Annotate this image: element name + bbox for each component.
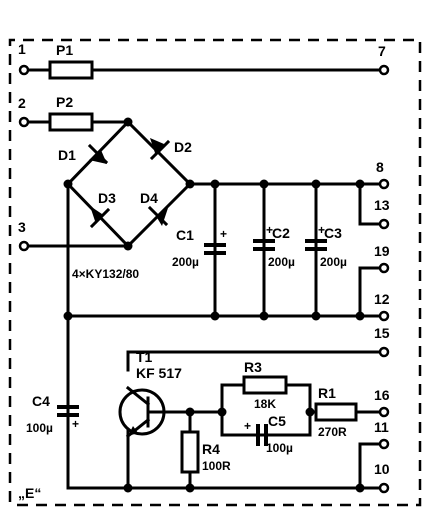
junction-dots bbox=[63, 117, 365, 493]
resistor-r1-name: R1 bbox=[318, 385, 336, 401]
capacitor-c1-value: 200µ bbox=[172, 255, 199, 269]
transistor-t1-type: KF 517 bbox=[136, 365, 182, 381]
terminal-16-label: 16 bbox=[374, 387, 390, 403]
diode-d1: D1 bbox=[58, 143, 109, 165]
diode-d4-label: D4 bbox=[140, 190, 158, 206]
capacitor-c2-plus: + bbox=[266, 223, 273, 237]
terminal-10-label: 10 bbox=[374, 461, 390, 477]
capacitor-c5-plus: + bbox=[244, 419, 251, 433]
diode-d3: D3 bbox=[89, 190, 116, 229]
diode-d4: D4 bbox=[140, 190, 169, 227]
capacitor-c2-name: C2 bbox=[272, 225, 290, 241]
resistor-r4: R4 100R bbox=[180, 430, 231, 474]
capacitor-c5: + C5 100µ bbox=[244, 413, 293, 455]
capacitor-c1: + C1 200µ bbox=[172, 227, 227, 269]
diode-d2-label: D2 bbox=[174, 139, 192, 155]
terminals bbox=[18, 64, 390, 494]
fuse-p1-label: P1 bbox=[56, 42, 73, 58]
capacitor-c4-value: 100µ bbox=[26, 421, 53, 435]
terminal-1-label: 1 bbox=[18, 41, 26, 57]
terminal-11-label: 11 bbox=[374, 419, 389, 435]
capacitor-c1-name: C1 bbox=[176, 227, 194, 243]
resistor-r1-value: 270R bbox=[318, 425, 347, 439]
terminal-12-label: 12 bbox=[374, 291, 390, 307]
resistor-r3-name: R3 bbox=[244, 359, 262, 375]
terminal-15-label: 15 bbox=[374, 325, 390, 341]
terminal-19-label: 19 bbox=[374, 243, 390, 259]
capacitor-c2: + C2 200µ bbox=[253, 223, 295, 269]
enclosure-frame bbox=[8, 38, 422, 507]
terminal-7-label: 7 bbox=[378, 43, 386, 59]
capacitor-c3-value: 200µ bbox=[320, 255, 347, 269]
transistor-t1-name: T1 bbox=[136, 349, 153, 365]
terminal-13-label: 13 bbox=[374, 197, 390, 213]
resistor-r4-name: R4 bbox=[202, 441, 220, 457]
fuse-p2-label: P2 bbox=[56, 94, 73, 110]
capacitor-c5-name: C5 bbox=[268, 413, 286, 429]
diode-d1-label: D1 bbox=[58, 147, 76, 163]
terminal-labels: 1 2 3 7 8 13 19 12 15 16 11 10 bbox=[18, 41, 390, 477]
capacitor-c4: + C4 100µ bbox=[26, 393, 79, 435]
capacitor-c1-plus: + bbox=[220, 227, 227, 241]
capacitor-c4-name: C4 bbox=[32, 393, 50, 409]
resistor-r3: R3 18K bbox=[242, 359, 288, 411]
capacitor-c5-value: 100µ bbox=[266, 441, 293, 455]
frame-label: „E“ bbox=[18, 485, 41, 501]
resistor-r4-value: 100R bbox=[202, 459, 231, 473]
capacitor-c4-plus: + bbox=[72, 417, 79, 431]
diode-d2: D2 bbox=[149, 138, 192, 161]
terminal-8-label: 8 bbox=[376, 159, 384, 175]
resistor-r1: R1 270R bbox=[314, 385, 358, 439]
capacitor-c3-plus: + bbox=[318, 223, 325, 237]
capacitor-c3: + C3 200µ bbox=[305, 223, 347, 269]
transistor-t1: T1 KF 517 bbox=[118, 349, 182, 439]
terminal-3-label: 3 bbox=[18, 219, 26, 235]
diode-type-note: 4×KY132/80 bbox=[72, 267, 139, 281]
resistor-r3-value: 18K bbox=[254, 397, 276, 411]
fuse-p2: P2 bbox=[48, 94, 94, 132]
fuse-p1: P1 bbox=[48, 42, 94, 80]
diode-d3-label: D3 bbox=[98, 190, 116, 206]
terminal-2-label: 2 bbox=[18, 95, 26, 111]
capacitor-c2-value: 200µ bbox=[268, 255, 295, 269]
capacitor-c3-name: C3 bbox=[324, 225, 342, 241]
